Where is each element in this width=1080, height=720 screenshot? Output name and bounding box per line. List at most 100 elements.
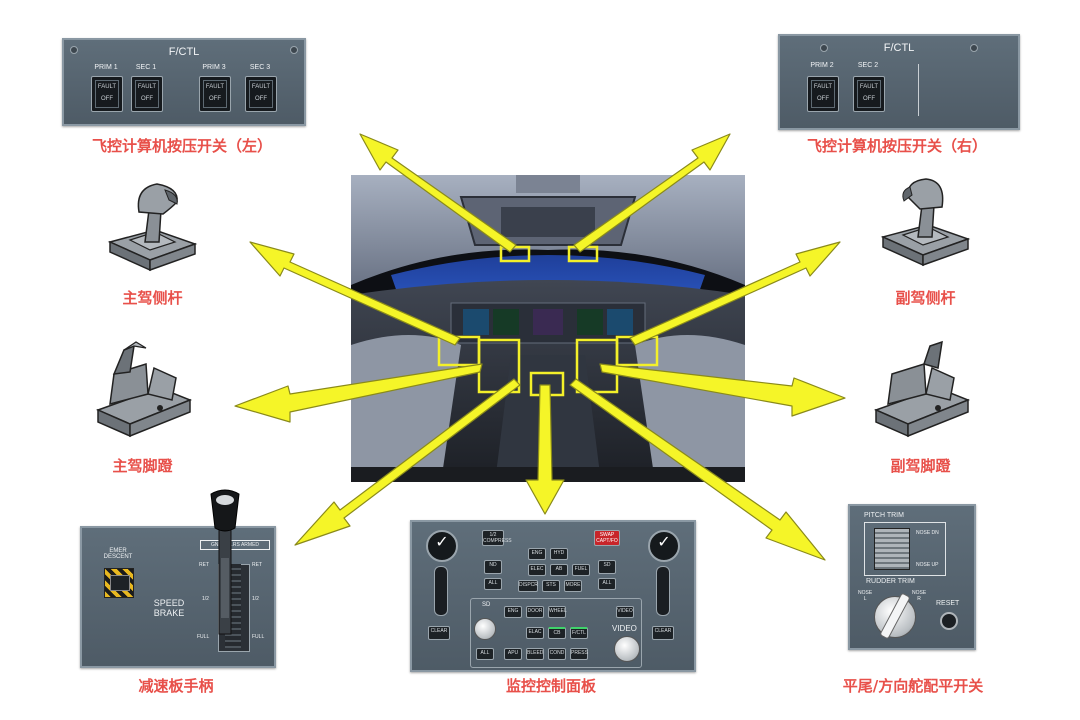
ret-label-right: RET [252,562,262,568]
ecam-fuel-button[interactable]: FUEL [572,564,590,576]
sd-apu-button[interactable]: APU [504,648,522,660]
caption-fo-sidestick: 副驾侧杆 [895,289,956,307]
left-check-knob[interactable]: ✓ [426,530,458,562]
sd-cond-button[interactable]: COND [548,648,566,660]
full-label-right: FULL [252,634,265,640]
sec1-label: SEC 1 [135,64,157,71]
clear-right-button[interactable]: CLEAR [652,626,674,640]
arrow-trim [569,378,826,561]
screw [70,46,78,54]
pitch-trim-label: PITCH TRIM [864,512,904,519]
nd-button[interactable]: ND [484,560,502,574]
arrow-monitor [525,384,565,515]
screw [820,44,828,52]
emer-descent-button[interactable] [104,568,134,598]
captain-sidestick-icon [107,183,198,272]
ecam-ab-button[interactable]: AB [550,564,568,576]
speedbrake-lever[interactable] [205,488,245,638]
gnd-spoilers-label: GND SPLRS ARMED [200,540,270,550]
ecam-sts-button[interactable]: STS [542,580,560,592]
ecam-more-button[interactable]: MORE [564,580,582,592]
arrow-speedbrake [294,378,521,546]
sd-fctl-button[interactable]: F/CTL [570,627,588,639]
arrow-fo-sidestick [629,241,841,346]
sd-knob-label: SD [482,602,491,608]
caption-monitor-panel: 监控控制面板 [505,677,596,695]
ecam-dispcr-button[interactable]: DISPCR [518,580,538,592]
sd-all-button[interactable]: ALL [476,648,494,660]
compress-button[interactable]: 1/2 COMPRESS [482,530,512,546]
nose-dn-label: NOSE DN [916,530,939,536]
ecam-elec-button[interactable]: ELEC [528,564,546,576]
swap-button[interactable]: SWAP CAPT/FO [594,530,620,546]
sd-cb-button[interactable]: CB [548,627,566,639]
sd-elac-button[interactable]: ELAC [526,627,544,639]
captain-pedals-icon [95,341,193,438]
panel-divider [918,64,919,116]
sd-wheel-button[interactable]: WHEEL [548,606,567,618]
arrow-captain-sidestick [249,241,461,346]
caption-trim: 平尾/方向舵配平开关 [842,677,984,695]
sd-bleed-button[interactable]: BLEED [526,648,544,660]
sd-door-button[interactable]: DOOR [526,606,544,618]
caption-fctl-left: 飞控计算机按压开关（左） [91,137,272,155]
all-right-button[interactable]: ALL [598,578,616,590]
arrow-fo-pedals [599,363,846,417]
pitch-trim-frame [864,522,946,576]
nose-up-label: NOSE UP [916,562,939,568]
half-label-right: 1/2 [252,596,259,602]
monitor-panel: ✓ ✓ 1/2 COMPRESS SWAP CAPT/FO ENG HYD EL… [410,520,696,672]
all-left-button[interactable]: ALL [484,578,502,590]
prim1-label: PRIM 1 [94,64,118,71]
caption-fo-pedals: 副驾脚蹬 [890,457,951,475]
fo-pedals-icon [873,340,971,438]
ecam-eng-button[interactable]: ENG [528,548,546,560]
screw [970,44,978,52]
arrow-fctl-right [573,133,731,253]
arrow-fctl-left [359,133,517,253]
sd-video-button[interactable]: VIDEO [616,606,634,618]
fctl-left-title: F/CTL [168,46,200,58]
pitch-trim-switch[interactable] [874,528,910,570]
left-brightness-slot[interactable] [434,566,448,616]
sec2-label: SEC 2 [857,62,879,69]
reset-label: RESET [936,600,960,607]
prim3-label: PRIM 3 [202,64,226,71]
ecam-hyd-button[interactable]: HYD [550,548,568,560]
caption-captain-pedals: 主驾脚蹬 [112,457,173,475]
fctl-right-title: F/CTL [883,42,915,54]
nose-l-label: NOSE L [858,590,873,602]
emer-descent-label: EMER DESCENT [103,548,133,560]
full-label-left: FULL [197,634,210,640]
video-knob[interactable] [614,636,640,662]
sd-eng-button[interactable]: ENG [504,606,522,618]
sd-button[interactable]: SD [598,560,616,574]
caption-fctl-right: 飞控计算机按压开关（右） [806,137,987,155]
prim2-label: PRIM 2 [810,62,834,69]
clear-left-button[interactable]: CLEAR [428,626,450,640]
reset-button[interactable] [940,612,958,630]
sd-press-button[interactable]: PRESS [570,648,588,660]
speed-brake-label: SPEED BRAKE [153,598,185,618]
sd-knob[interactable] [474,618,496,640]
half-label-left: 1/2 [202,596,209,602]
trim-panel: PITCH TRIM NOSE DN NOSE UP RUDDER TRIM N… [848,504,976,650]
speedbrake-panel: EMER DESCENT SPEED BRAKE GND SPLRS ARMED… [80,526,276,668]
fo-sidestick-icon [880,178,971,267]
nose-r-label: NOSE R [912,590,927,602]
video-knob-label: VIDEO [612,624,637,633]
rudder-trim-label: RUDDER TRIM [866,578,915,585]
caption-captain-sidestick: 主驾侧杆 [122,289,183,307]
right-brightness-slot[interactable] [656,566,670,616]
right-check-knob[interactable]: ✓ [648,530,680,562]
sec3-label: SEC 3 [249,64,271,71]
